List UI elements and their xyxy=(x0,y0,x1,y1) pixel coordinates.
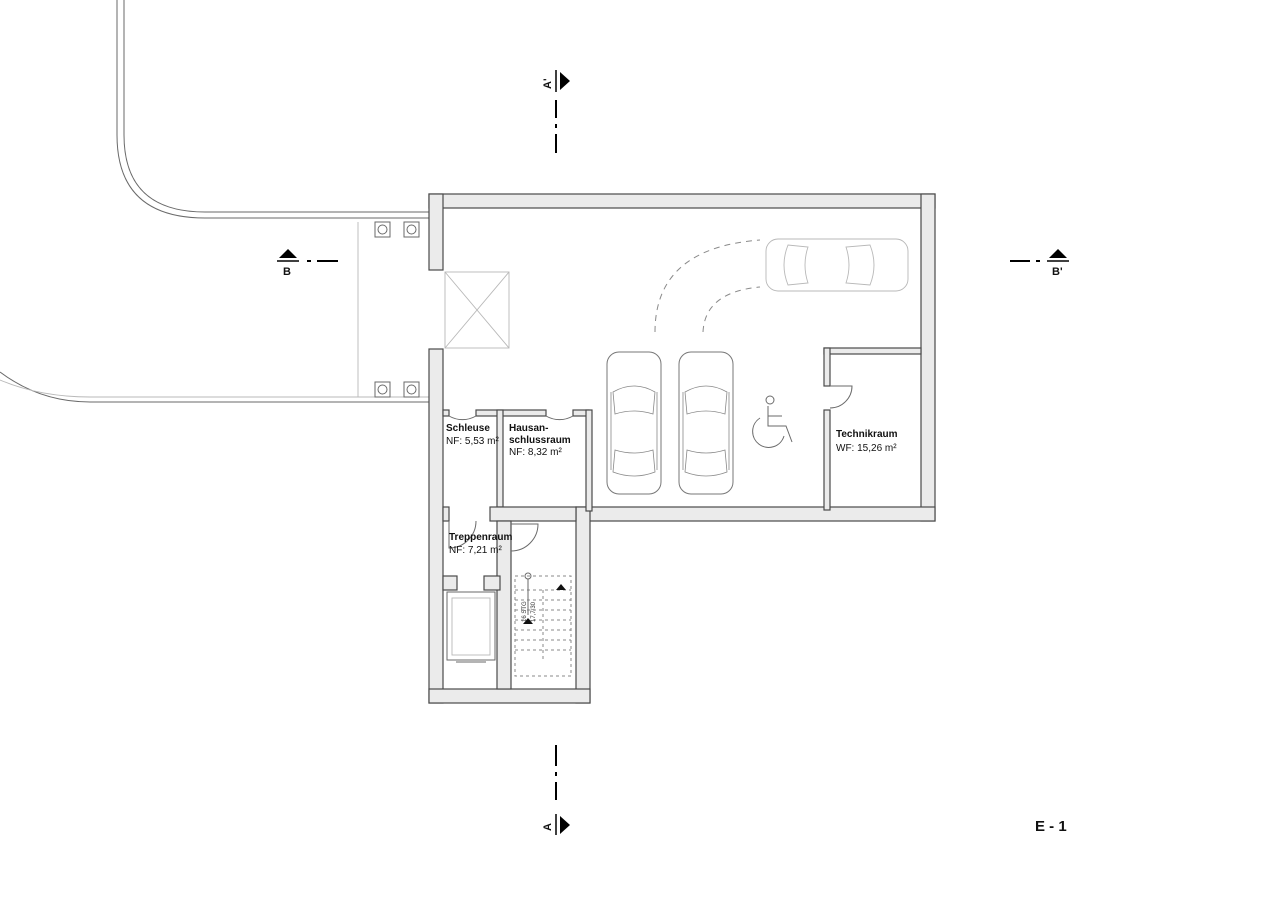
section-marker-b-left: B xyxy=(277,249,338,278)
section-arrow-icon xyxy=(560,72,570,90)
interior-walls xyxy=(442,347,922,690)
section-marker-a-bottom: A xyxy=(542,745,570,835)
room-name-treppenraum: Treppenraum xyxy=(449,532,512,543)
room-name-hausanschluss-2: schlussraum xyxy=(509,435,571,446)
turning-path xyxy=(654,239,761,333)
car-icon xyxy=(765,238,909,292)
room-area-treppenraum: NF: 7,21 m² xyxy=(449,545,502,556)
stair-label-steps: 16 STG xyxy=(522,601,528,622)
car-icon xyxy=(606,351,662,495)
stair xyxy=(514,572,572,677)
room-area-schleuse: NF: 5,53 m² xyxy=(446,436,499,447)
room-name-technikraum: Technikraum xyxy=(836,429,898,440)
section-label-b-right: B' xyxy=(1052,266,1063,278)
elevator-icon xyxy=(446,591,496,663)
section-label-a-top: A' xyxy=(542,78,554,89)
section-arrow-icon xyxy=(1049,249,1067,258)
door-swings xyxy=(448,385,853,552)
bollards xyxy=(374,221,420,398)
driveway-ramp xyxy=(0,0,430,403)
entrance-shaft xyxy=(444,271,510,349)
stair-arrow-icon xyxy=(556,584,566,590)
section-label-a-bottom: A xyxy=(542,823,554,831)
car-icon xyxy=(678,351,734,495)
room-area-technikraum: WF: 15,26 m² xyxy=(836,443,897,454)
stair-label-ratio: 17,7/30 xyxy=(531,601,537,622)
section-arrow-icon xyxy=(279,249,297,258)
floor-label: E - 1 xyxy=(1035,818,1067,835)
wheelchair-icon xyxy=(752,395,793,448)
room-area-hausanschluss: NF: 8,32 m² xyxy=(509,447,562,458)
exterior-walls xyxy=(428,193,936,704)
room-name-schleuse: Schleuse xyxy=(446,423,490,434)
section-label-b-left: B xyxy=(283,266,291,278)
section-arrow-icon xyxy=(560,816,570,834)
section-marker-b-right: B' xyxy=(1010,249,1069,278)
room-name-hausanschluss-1: Hausan- xyxy=(509,423,548,434)
section-marker-a-top: A' xyxy=(542,70,570,153)
